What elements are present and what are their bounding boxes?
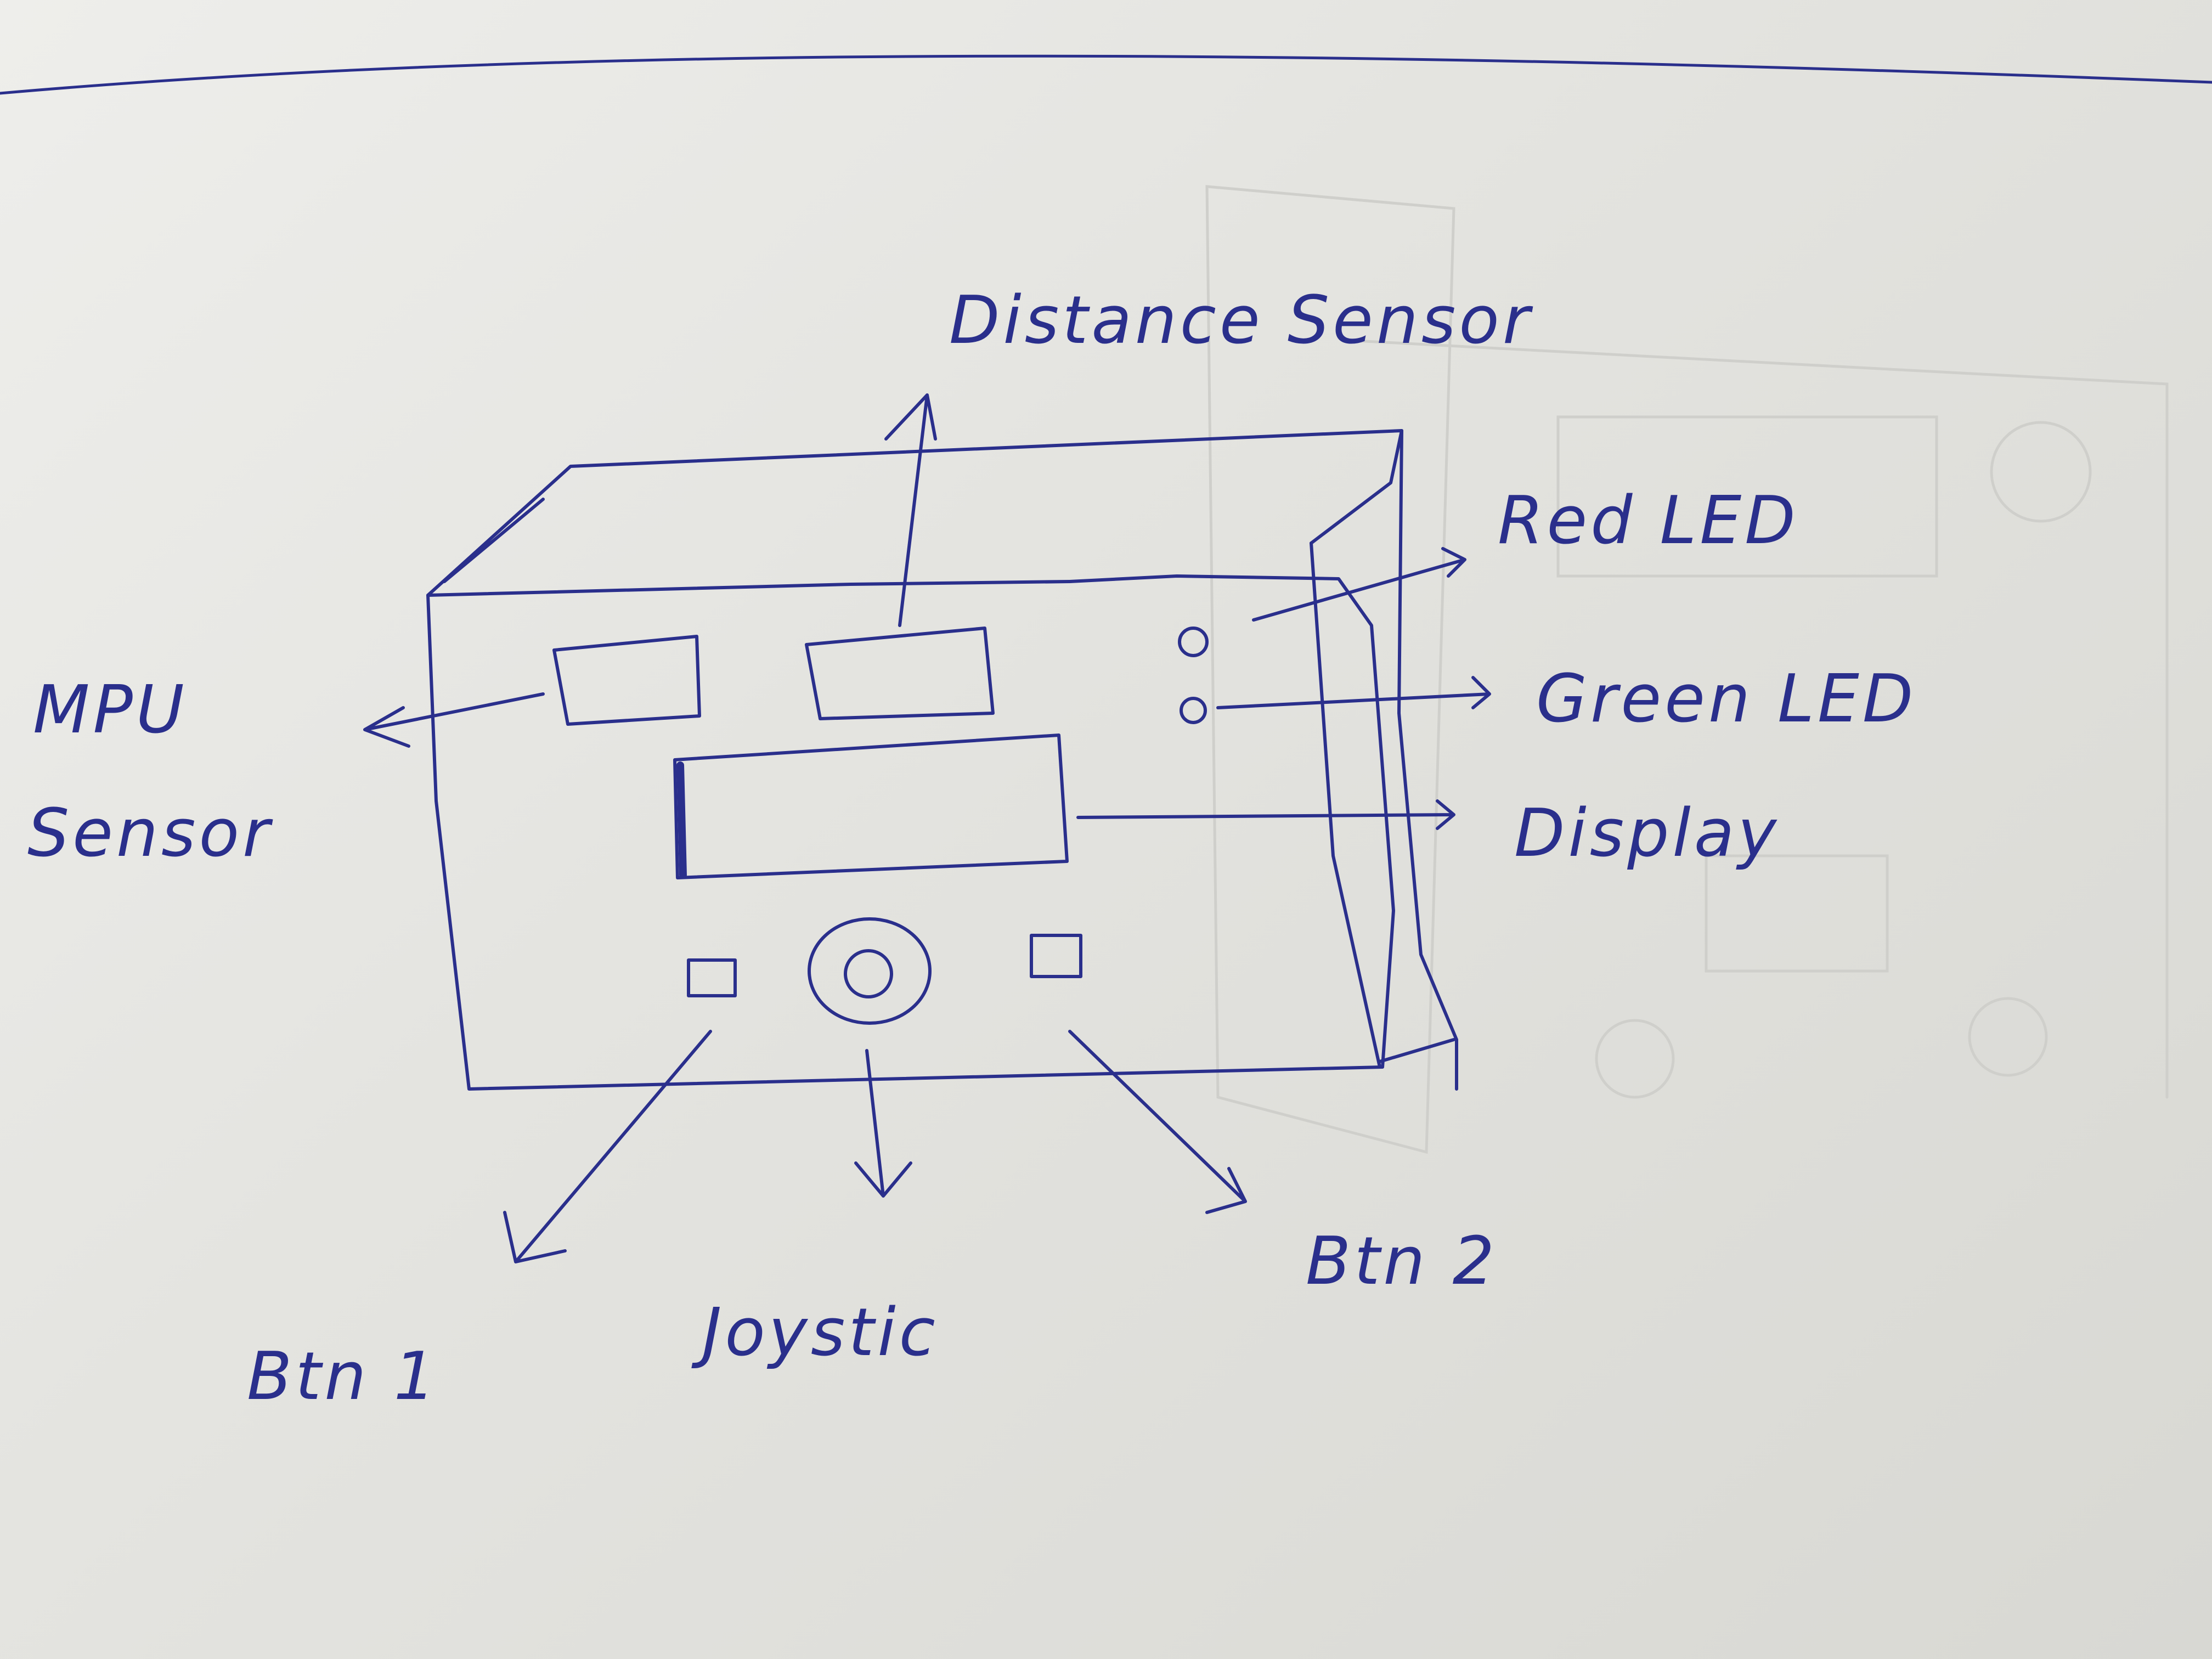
arrow-distance-sensor: [886, 395, 935, 625]
enclosure-front-face: [428, 576, 1393, 1089]
red-led: [1180, 628, 1207, 656]
arrow-btn2: [1070, 1031, 1245, 1212]
label-display: Display: [1514, 795, 1780, 872]
device-enclosure: [428, 431, 1457, 1089]
label-btn1: Btn 1: [247, 1339, 439, 1415]
btn2-square: [1031, 935, 1081, 977]
label-btn2: Btn 2: [1306, 1223, 1498, 1300]
label-joystick: Joystic: [691, 1295, 939, 1371]
arrow-display: [1078, 801, 1454, 828]
joystick-outer: [809, 919, 930, 1023]
enclosure-side-face: [1311, 431, 1457, 1089]
label-mpu-line1: MPU: [33, 672, 188, 748]
arrow-mpu-sensor: [365, 694, 543, 746]
green-led: [1181, 698, 1205, 723]
display-module-edge: [680, 765, 683, 875]
label-red-led: Red LED: [1498, 483, 1799, 559]
distance-sensor-module: [806, 628, 993, 719]
joystick-inner: [845, 951, 891, 997]
arrow-joystick: [856, 1051, 911, 1196]
enclosure-top-face: [428, 431, 1402, 595]
display-module: [675, 735, 1067, 878]
label-green-led: Green LED: [1536, 661, 1916, 737]
arrow-btn1: [505, 1031, 710, 1262]
label-mpu-line2: Sensor: [27, 795, 273, 872]
front-panel-components: [554, 628, 1207, 1023]
callout-arrows: [365, 395, 1489, 1262]
paper-top-rule: [0, 56, 2212, 93]
btn1-square: [689, 960, 735, 996]
labels: Distance Sensor Red LED Green LED Displa…: [27, 283, 1916, 1415]
arrow-green-led: [1218, 678, 1489, 708]
mpu-sensor-module: [554, 636, 699, 724]
label-distance-sensor: Distance Sensor: [949, 283, 1533, 359]
